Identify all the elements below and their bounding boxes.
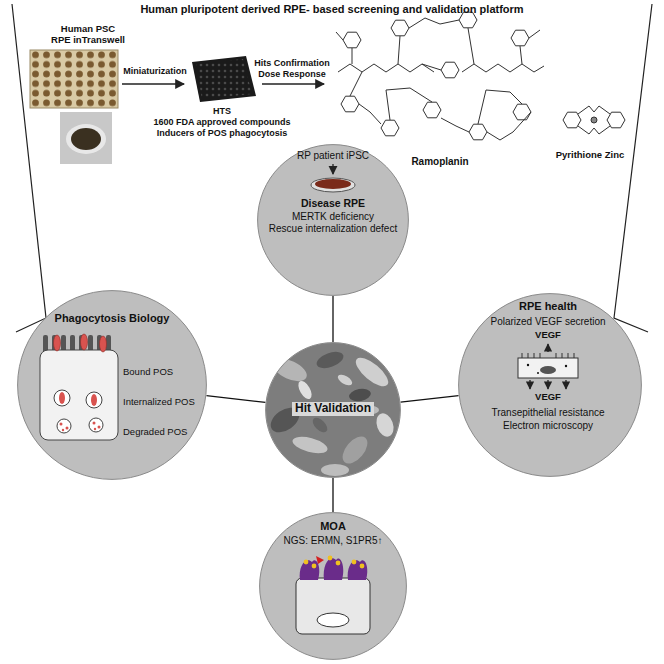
figure-label: Inducers of POS phagocytosis xyxy=(157,128,288,138)
circle-text: NGS: ERMN, S1PR5↑ xyxy=(284,535,383,547)
circle-heading: Phagocytosis Biology xyxy=(55,312,170,325)
circle-heading: RPE health xyxy=(519,300,577,313)
circle-text: Transepithelial resistance xyxy=(491,407,604,419)
circle-text: Degraded POS xyxy=(123,427,187,438)
circle-text: Polarized VEGF secretion xyxy=(490,316,605,328)
transwell-plate-photo xyxy=(30,50,118,108)
ramoplanin-structure xyxy=(336,12,544,140)
phagocytosis-circle: Phagocytosis BiologyBound POS Internalize… xyxy=(17,290,207,480)
figure-label: Pyrithione Zinc xyxy=(556,150,625,161)
process-arrow xyxy=(122,83,324,84)
validation-circle: Hit Validation xyxy=(265,342,401,478)
moa-circle: MOA NGS: ERMN, S1PR5↑ xyxy=(259,512,407,660)
diagram-title: Human pluripotent derived RPE- based scr… xyxy=(140,3,523,16)
figure-label: Human PSC xyxy=(61,24,115,35)
figure-label: 1600 FDA approved compounds xyxy=(153,117,290,127)
rpe-health-circle: RPE healthPolarized VEGF secretionVEGF VE… xyxy=(458,293,642,477)
figure-label: Ramoplanin xyxy=(411,156,468,168)
circle-text: Disease RPE xyxy=(301,197,365,209)
circle-text: VEGF xyxy=(535,392,561,403)
transwell-well-photo xyxy=(60,112,112,164)
figure-label: Dose Response xyxy=(258,69,326,79)
circle-heading: Hit Validation xyxy=(292,402,374,416)
funnel-bracket xyxy=(12,4,652,332)
figure-label: HTS xyxy=(213,106,231,116)
pyrithione-zinc-structure xyxy=(563,106,625,134)
circle-text: Rescue internalization defect xyxy=(269,223,397,235)
figure-label: Miniaturization xyxy=(123,66,187,76)
circle-heading: RP patient iPSC xyxy=(297,150,369,162)
circle-text: MERTK deficiency xyxy=(292,211,374,223)
circle-heading: MOA xyxy=(320,520,346,533)
hts-plate xyxy=(192,56,256,102)
connector-line xyxy=(206,396,265,403)
figure-label: Hits Confirmation xyxy=(254,58,330,68)
connector-line xyxy=(401,396,459,403)
figure-label: RPE inTranswell xyxy=(51,35,125,46)
disease-circle: RP patient iPSC Disease RPE MERTK deficien… xyxy=(257,144,409,296)
circle-text: Electron microscopy xyxy=(503,420,593,432)
moa-cell-illustration xyxy=(259,512,407,660)
circle-text: Bound POS xyxy=(123,367,173,378)
circle-text: Internalized POS xyxy=(123,397,195,408)
circle-text: VEGF xyxy=(535,330,561,341)
connector-line xyxy=(332,478,333,512)
connector-line xyxy=(332,296,333,342)
